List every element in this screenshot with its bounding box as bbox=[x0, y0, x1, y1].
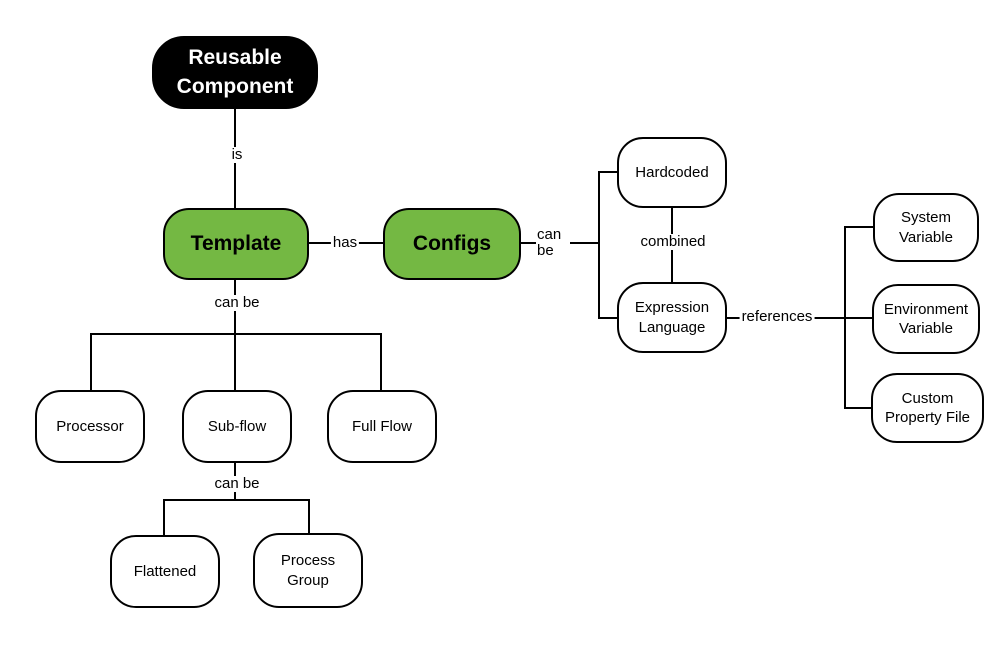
edge-branch-to-flattened bbox=[163, 499, 165, 536]
edge-configs-bracket bbox=[598, 171, 600, 319]
edge-stub-expression bbox=[598, 317, 618, 319]
edge-branch-to-process-group bbox=[308, 499, 310, 534]
node-expression-language: Expression Language bbox=[617, 282, 727, 353]
edge-label-combined: combined bbox=[638, 233, 708, 250]
edge-label-has: has bbox=[330, 234, 360, 251]
node-configs: Configs bbox=[383, 208, 521, 280]
edge-template-branch bbox=[90, 333, 382, 335]
node-custom-property-file: Custom Property File bbox=[871, 373, 984, 443]
edge-stub-custom-property-file bbox=[844, 407, 872, 409]
node-flattened: Flattened bbox=[110, 535, 220, 608]
edge-branch-to-processor bbox=[90, 333, 92, 391]
node-sub-flow: Sub-flow bbox=[182, 390, 292, 463]
edge-references-bracket bbox=[844, 226, 846, 409]
node-template: Template bbox=[163, 208, 309, 280]
edge-label-subflow-can-be: can be bbox=[212, 475, 262, 492]
node-hardcoded: Hardcoded bbox=[617, 137, 727, 208]
edge-label-template-can-be: can be bbox=[212, 294, 262, 311]
edge-subflow-branch bbox=[163, 499, 310, 501]
node-full-flow: Full Flow bbox=[327, 390, 437, 463]
edge-stub-system-variable bbox=[844, 226, 874, 228]
node-reusable-component: Reusable Component bbox=[152, 36, 318, 109]
node-system-variable: System Variable bbox=[873, 193, 979, 262]
node-environment-variable: Environment Variable bbox=[872, 284, 980, 354]
edge-branch-to-subflow bbox=[234, 333, 236, 391]
edge-branch-to-fullflow bbox=[380, 333, 382, 391]
edge-stub-hardcoded bbox=[598, 171, 618, 173]
edge-label-configs-can-be: can be bbox=[536, 227, 570, 259]
edge-label-references: references bbox=[739, 308, 815, 325]
edge-label-is: is bbox=[229, 146, 245, 163]
node-processor: Processor bbox=[35, 390, 145, 463]
node-process-group: Process Group bbox=[253, 533, 363, 608]
